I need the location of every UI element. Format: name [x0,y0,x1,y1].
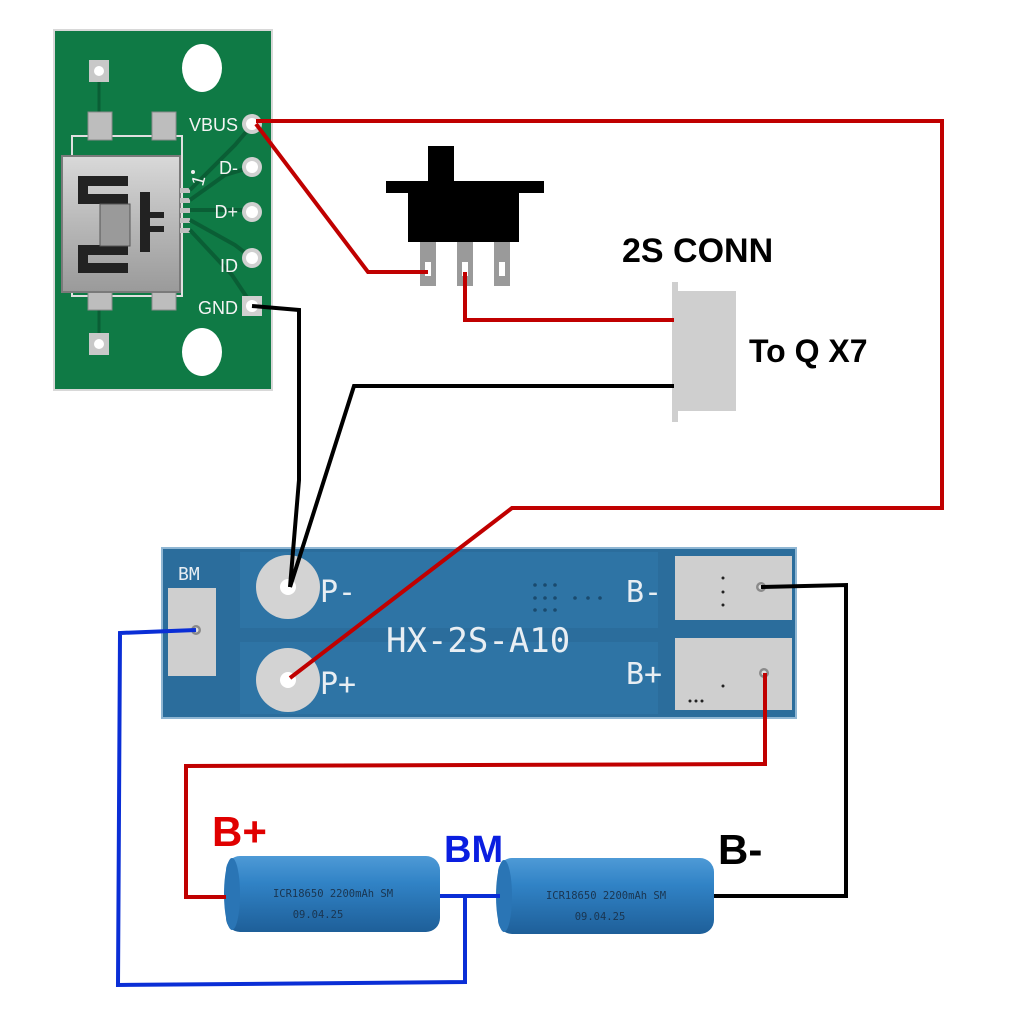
label-b-plus: B+ [212,808,267,855]
switch-terminal [494,242,510,286]
mounting-hole [182,328,222,376]
cell-2-date: 09.04.25 [575,911,626,923]
battery-cell-2: ICR18650 2200mAh SM 09.04.25 [496,858,714,934]
pin-label-gnd: GND [198,298,238,318]
wire-switch-to-connector [463,272,674,322]
mini-usb-connector [61,155,190,293]
bms-label-bminus: B- [626,575,662,610]
bms-board: BM P- P+ HX-2S-A10 B- B+ [161,547,797,719]
switch-terminal [457,242,473,286]
pad-bplus [675,638,792,710]
label-b-minus: B- [718,826,762,873]
mounting-hole [182,44,222,92]
label-bm: BM [444,829,503,871]
cell-body [498,858,714,934]
connector-note: To Q X7 [749,333,868,369]
battery-cell-1: ICR18650 2200mAh SM 09.04.25 [224,856,440,932]
cell-2-rating: ICR18650 2200mAh SM [546,890,666,902]
cell-1-date: 09.04.25 [293,909,344,921]
bms-label-pminus: P- [320,575,356,610]
wire-bminus-to-cell [714,582,848,898]
connector-title: 2S CONN [622,232,773,270]
pin1-marker: 1 [187,173,209,188]
wire-connector-to-pminus [288,384,674,588]
pin-label-dplus: D+ [214,202,238,222]
cell-1-rating: ICR18650 2200mAh SM [273,888,393,900]
2s-connector: 2S CONN To Q X7 [622,232,868,422]
cell-body [226,856,440,932]
wire-vbus-to-pplus [256,119,944,680]
pin-label-id: ID [220,256,238,276]
bms-label-pplus: P+ [320,667,356,702]
wire-bplus-to-cell [184,673,767,899]
wire-vbus-to-switch [254,122,428,274]
bms-model: HX-2S-A10 [386,621,570,661]
switch-terminal [420,242,436,286]
pin-label-dminus: D- [219,158,238,178]
slide-switch [386,146,544,286]
connector-housing [676,291,736,411]
wire-bm-to-midpoint [115,628,467,988]
usb-breakout-board: 1 VBUS D- D+ ID GND [53,29,273,391]
bms-label-bm: BM [178,564,200,585]
bms-label-bplus: B+ [626,657,662,692]
pin-label-vbus: VBUS [189,115,238,135]
wire-gnd-to-pminus [251,304,301,588]
